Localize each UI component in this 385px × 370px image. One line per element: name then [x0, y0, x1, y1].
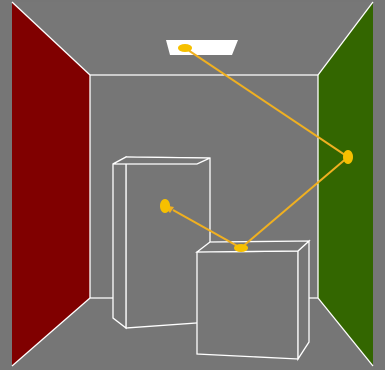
tall-box-top [112, 156, 211, 165]
light-path [163, 47, 349, 249]
tall-box-side [112, 155, 127, 330]
edge-line [317, 1, 374, 76]
edge-line [317, 297, 374, 367]
short-box [195, 239, 311, 362]
edge-line [11, 1, 91, 76]
ceiling-light [166, 40, 238, 55]
hit-point-right-wall [343, 150, 353, 164]
edge-line [11, 297, 91, 367]
short-box-top [195, 240, 311, 253]
hit-points [160, 44, 353, 252]
room-edges [11, 1, 374, 367]
left-wall [12, 2, 90, 366]
ray-segment-2 [240, 156, 349, 249]
short-box-front [196, 250, 299, 360]
hit-point-short-box [234, 244, 248, 252]
ceiling [12, 2, 373, 75]
tall-box [112, 155, 211, 330]
ray-segment-1 [184, 47, 349, 158]
hit-point-light [178, 44, 192, 52]
ray-segment-3 [172, 209, 242, 249]
right-wall [318, 2, 373, 366]
hit-point-tall-box [160, 199, 170, 213]
short-box-side [297, 239, 310, 362]
